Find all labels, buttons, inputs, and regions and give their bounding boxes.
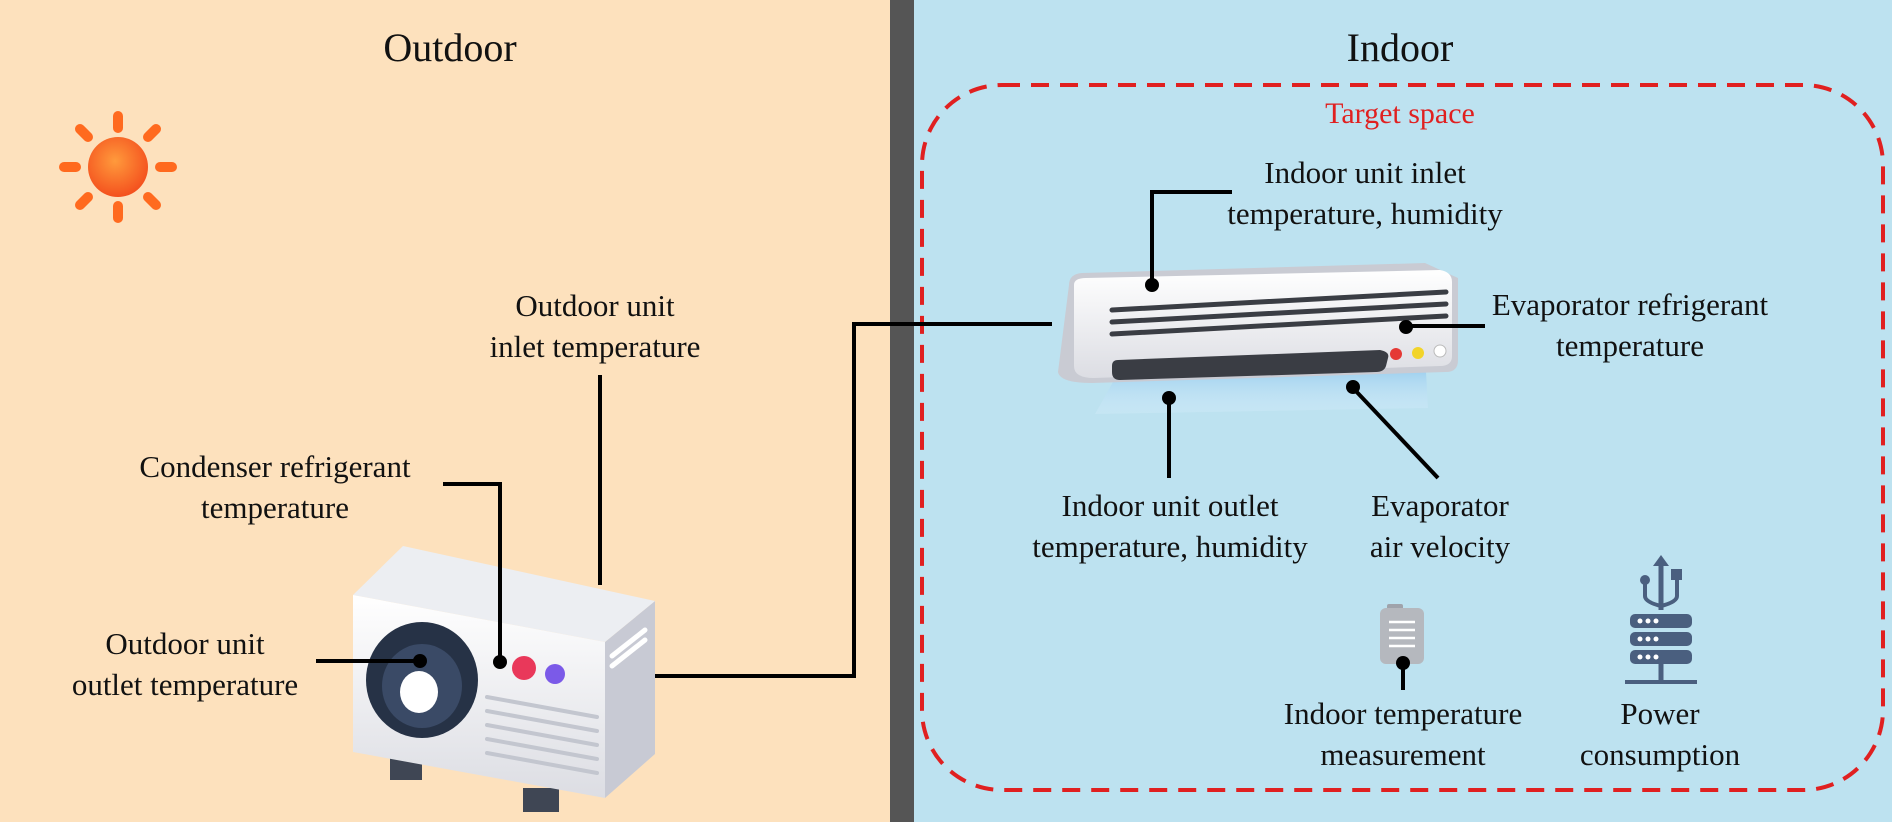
label-line: consumption xyxy=(1579,737,1741,772)
label-line: Condenser refrigerant xyxy=(139,449,411,484)
refrigerant-pipe xyxy=(655,322,1052,678)
sun-icon xyxy=(59,111,177,223)
label-outdoor-inlet: Outdoor unit inlet temperature xyxy=(450,285,740,367)
indoor-ac-unit-icon xyxy=(1058,263,1458,414)
wall xyxy=(890,0,914,822)
evaporator-refrigerant-sensor-dot xyxy=(1399,320,1413,334)
power-meter-icon xyxy=(1625,555,1697,684)
evaporator-velocity-sensor-dot xyxy=(1346,380,1360,394)
label-line: Outdoor unit xyxy=(105,626,265,661)
label-indoor-temp: Indoor temperature measurement xyxy=(1253,693,1553,775)
label-line: temperature xyxy=(200,490,350,525)
label-indoor-inlet: Indoor unit inlet temperature, humidity xyxy=(1205,152,1525,234)
label-line: temperature, humidity xyxy=(1227,196,1503,231)
condenser-sensor-dot xyxy=(493,655,507,669)
sensor-points xyxy=(413,278,1413,670)
indoor-outlet-sensor-dot xyxy=(1162,391,1176,405)
label-line: inlet temperature xyxy=(489,329,701,364)
outdoor-outlet-sensor-dot xyxy=(413,654,427,668)
indoor-title: Indoor xyxy=(1346,25,1454,70)
indoor-temp-sensor-dot xyxy=(1396,656,1410,670)
label-line: air velocity xyxy=(1369,529,1511,564)
label-evaporator-velocity: Evaporator air velocity xyxy=(1330,485,1550,567)
label-line: outlet temperature xyxy=(71,667,299,702)
temperature-sensor-icon xyxy=(1380,604,1424,664)
outdoor-ac-unit-icon xyxy=(353,546,655,812)
label-line: Indoor temperature xyxy=(1283,696,1523,731)
label-power: Power consumption xyxy=(1560,693,1760,775)
label-line: measurement xyxy=(1320,737,1486,772)
sensor-leaders xyxy=(316,190,1485,690)
indoor-inlet-sensor-dot xyxy=(1145,278,1159,292)
label-line: Indoor unit outlet xyxy=(1061,488,1279,523)
label-line: Indoor unit inlet xyxy=(1264,155,1466,190)
label-condenser: Condenser refrigerant temperature xyxy=(105,446,445,528)
label-evaporator-refrigerant: Evaporator refrigerant temperature xyxy=(1460,284,1800,366)
label-indoor-outlet: Indoor unit outlet temperature, humidity xyxy=(1010,485,1330,567)
outdoor-title: Outdoor xyxy=(383,25,517,70)
label-line: Power xyxy=(1620,696,1700,731)
label-outdoor-outlet: Outdoor unit outlet temperature xyxy=(40,623,330,705)
label-line: Outdoor unit xyxy=(515,288,675,323)
label-line: temperature xyxy=(1555,328,1705,363)
label-line: Evaporator refrigerant xyxy=(1491,287,1769,322)
label-line: temperature, humidity xyxy=(1032,529,1308,564)
airflow xyxy=(1095,372,1428,414)
target-space-border xyxy=(920,83,1885,792)
target-space-label: Target space xyxy=(1325,97,1475,130)
label-line: Evaporator xyxy=(1371,488,1509,523)
